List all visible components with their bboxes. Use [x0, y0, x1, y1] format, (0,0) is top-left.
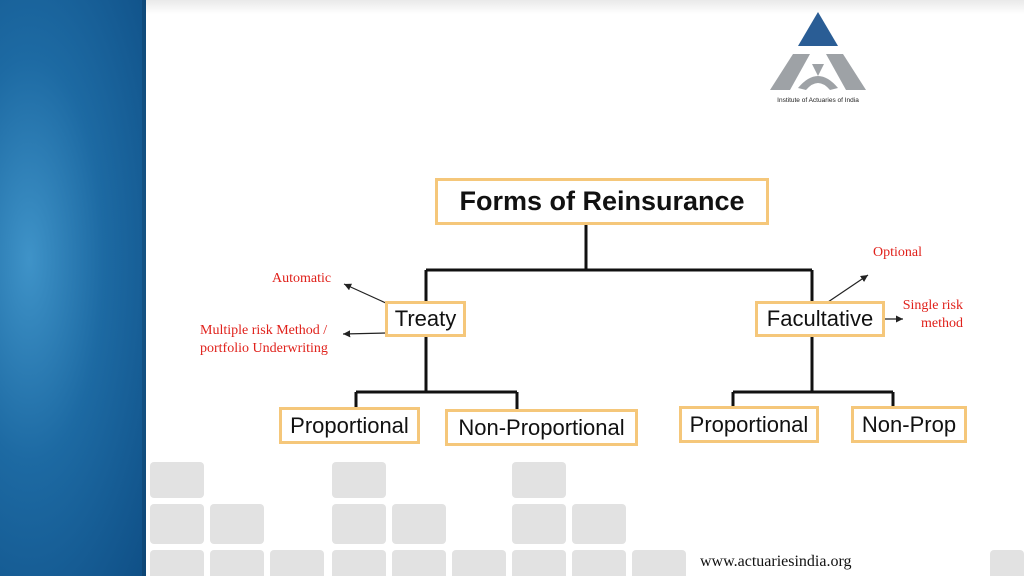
tile	[512, 504, 566, 544]
facultative-proportional-label: Proportional	[689, 411, 809, 437]
arrow-multiple-risk	[342, 330, 387, 338]
logo-left-arm	[770, 54, 810, 90]
treaty-proportional-label: Proportional	[290, 412, 409, 438]
facultative-proportional-node: Proportional	[679, 406, 819, 443]
treaty-proportional-node: Proportional	[279, 407, 420, 444]
logo-arc	[798, 76, 838, 90]
tile	[150, 462, 204, 498]
tile	[332, 462, 386, 498]
tile	[270, 550, 324, 576]
tile	[392, 504, 446, 544]
treaty-label: Treaty	[394, 306, 457, 331]
facultative-non-prop-node: Non-Prop	[851, 406, 967, 443]
logo-caption: Institute of Actuaries of India	[777, 97, 859, 104]
logo-center-wedge	[812, 64, 824, 76]
facultative-non-prop-label: Non-Prop	[861, 411, 957, 437]
treaty-non-proportional-label: Non-Proportional	[458, 414, 625, 440]
tile	[150, 504, 204, 544]
tile	[632, 550, 686, 576]
tile	[392, 550, 446, 576]
note-single-risk: Single risk method	[902, 298, 963, 331]
content-area	[146, 0, 1024, 576]
root-node: Forms of Reinsurance	[435, 178, 769, 225]
diagram-title: Forms of Reinsurance	[459, 186, 745, 216]
website-url: www.actuariesindia.org	[700, 553, 852, 570]
tile	[332, 504, 386, 544]
treaty-non-proportional-node: Non-Proportional	[445, 409, 638, 446]
note-multiple-risk: Multiple risk Method / portfolio Underwr…	[200, 323, 328, 356]
treaty-node: Treaty	[385, 301, 466, 337]
tile	[512, 462, 566, 498]
arrow-automatic	[343, 283, 389, 305]
side-panel	[0, 0, 146, 576]
tile	[990, 550, 1024, 576]
note-automatic: Automatic	[272, 271, 332, 286]
tile	[572, 550, 626, 576]
tile	[452, 550, 506, 576]
top-shade	[146, 0, 1024, 14]
logo-blue-triangle	[798, 12, 838, 46]
institute-logo-icon	[770, 12, 866, 90]
tile	[332, 550, 386, 576]
arrow-optional	[827, 274, 869, 303]
tile	[210, 504, 264, 544]
tile	[572, 504, 626, 544]
logo-right-arm	[826, 54, 866, 90]
tile	[150, 550, 204, 576]
tile	[210, 550, 264, 576]
tile	[512, 550, 566, 576]
facultative-label: Facultative	[766, 306, 874, 331]
note-optional: Optional	[873, 245, 922, 260]
facultative-node: Facultative	[755, 301, 885, 337]
